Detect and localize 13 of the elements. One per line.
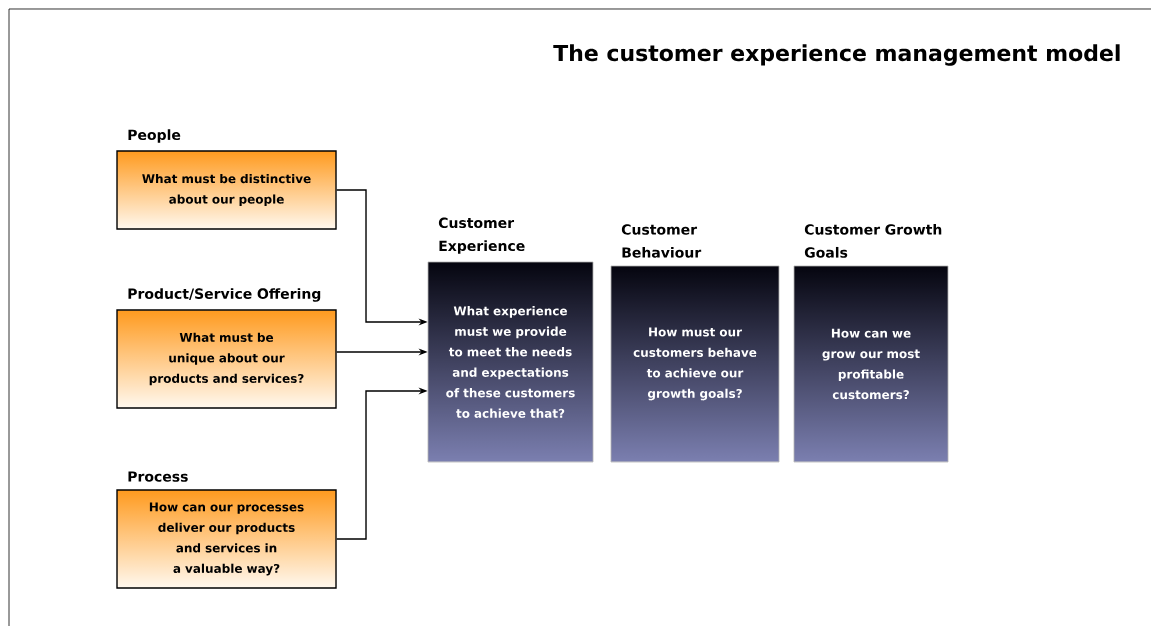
box-heading: Process bbox=[128, 471, 188, 482]
box-heading: Customer Behaviour bbox=[621, 224, 702, 258]
question-box: What experience must we provide to meet the needs and expectations of these customers to achieve that? bbox=[427, 261, 594, 463]
box-heading: Customer Experience bbox=[438, 217, 525, 254]
question-box: How can we grow our most profitable customers? bbox=[793, 265, 949, 463]
question-box: How must our customers behave to achieve our growth goals? bbox=[610, 265, 780, 463]
box-heading: People bbox=[128, 129, 181, 143]
process-box: What must be unique about our products and services? bbox=[116, 309, 337, 409]
box-heading: Customer Growth Goals bbox=[804, 223, 942, 258]
box-heading: Product/Service Offering bbox=[128, 288, 321, 302]
process-box: What must be distinctive about our people bbox=[116, 150, 337, 230]
title: The customer experience management model bbox=[553, 44, 1120, 66]
process-box: How can our processes deliver our products and services in a valuable way? bbox=[116, 489, 337, 589]
